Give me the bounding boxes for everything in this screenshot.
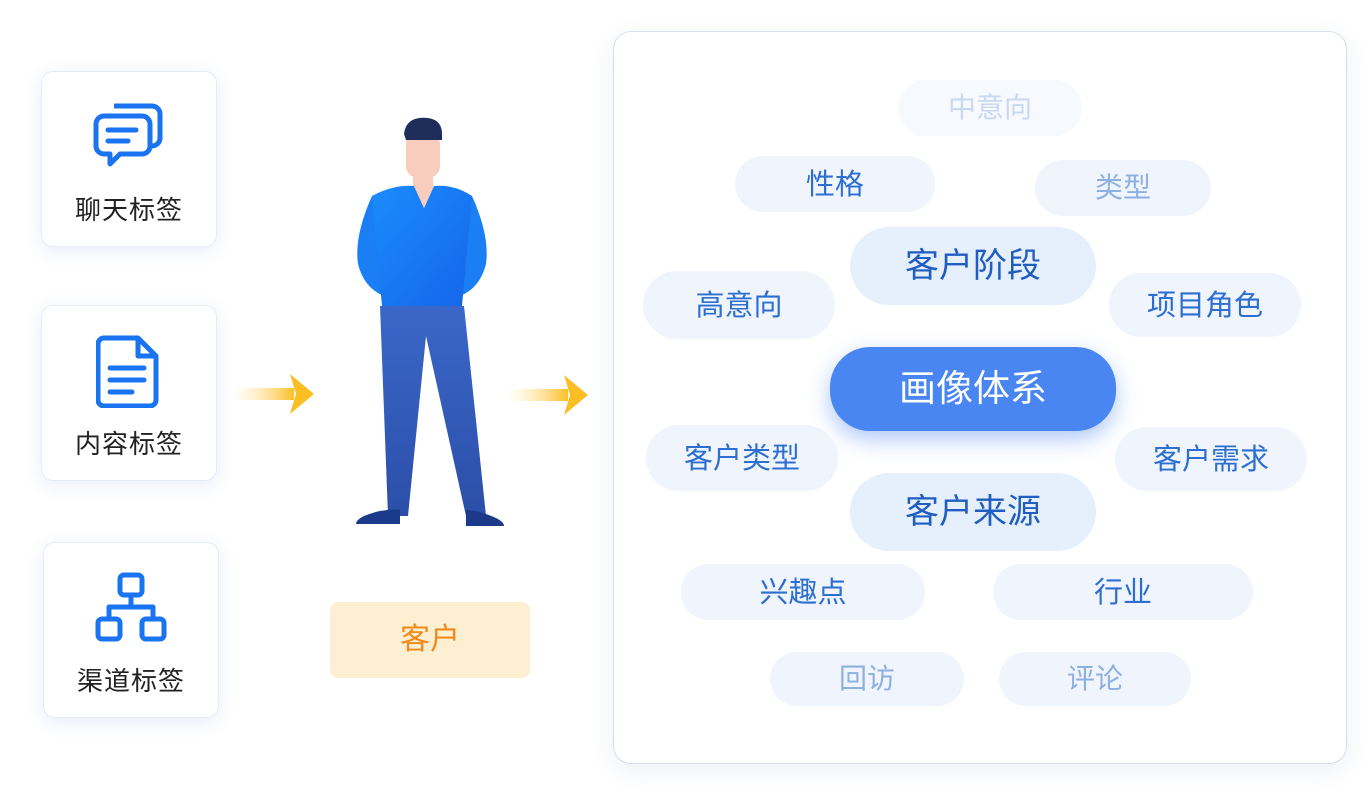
profile-system-panel: 中意向 性格 类型 客户阶段 高意向 项目角色 画像体系 客户类型 客户需求 客… bbox=[613, 31, 1347, 764]
customer-figure bbox=[356, 117, 504, 526]
arrow-right-icon bbox=[232, 374, 314, 414]
tag-medium-intent: 中意向 bbox=[898, 80, 1082, 136]
arrow-right-icon bbox=[506, 375, 588, 415]
tag-customer-needs: 客户需求 bbox=[1115, 427, 1307, 491]
tag-industry: 行业 bbox=[993, 564, 1253, 620]
tag-customer-source: 客户来源 bbox=[850, 473, 1096, 551]
tag-type: 类型 bbox=[1035, 160, 1211, 216]
content-tag-card: 内容标签 bbox=[41, 305, 217, 481]
tag-return-visit: 回访 bbox=[770, 652, 964, 706]
tag-project-role: 项目角色 bbox=[1109, 273, 1301, 337]
tag-interest: 兴趣点 bbox=[681, 564, 925, 620]
channel-tag-card: 渠道标签 bbox=[43, 542, 219, 718]
tag-high-intent: 高意向 bbox=[643, 271, 835, 339]
tag-customer-stage: 客户阶段 bbox=[850, 227, 1096, 305]
chat-tag-card: 聊天标签 bbox=[41, 71, 217, 247]
document-icon bbox=[95, 334, 162, 412]
chat-bubbles-icon bbox=[92, 100, 166, 174]
tag-customer-type: 客户类型 bbox=[646, 425, 838, 491]
content-tag-label: 内容标签 bbox=[74, 430, 183, 460]
tag-personality: 性格 bbox=[735, 156, 935, 212]
customer-label: 客户 bbox=[330, 602, 530, 678]
channel-tag-label: 渠道标签 bbox=[76, 667, 185, 697]
tag-profile-system: 画像体系 bbox=[830, 347, 1116, 431]
org-structure-icon bbox=[94, 571, 168, 649]
chat-tag-label: 聊天标签 bbox=[74, 196, 183, 226]
tag-comment: 评论 bbox=[999, 652, 1191, 706]
